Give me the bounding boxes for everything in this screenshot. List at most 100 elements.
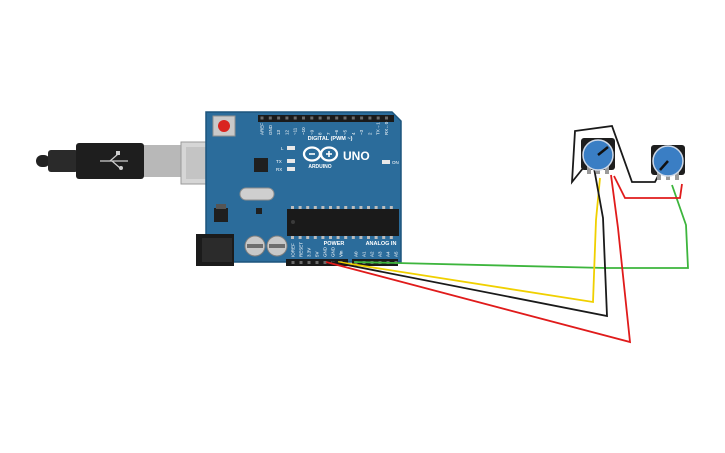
- header-pin-hole[interactable]: [360, 116, 364, 120]
- board-brand: ARDUINO: [308, 164, 331, 170]
- usb-plug-icon: [100, 151, 128, 170]
- digital-pin-label: RX←0: [384, 121, 389, 135]
- potentiometer-2[interactable]: [651, 145, 685, 180]
- wire-yellow[interactable]: [337, 177, 601, 304]
- led-l: [287, 146, 295, 150]
- chip-pin: [291, 236, 294, 239]
- digital-pin-label: AREF: [260, 123, 265, 135]
- wire-red-bridge[interactable]: [613, 175, 683, 199]
- led-l-label: L: [281, 146, 284, 151]
- digital-pin-label: 7: [326, 132, 331, 135]
- board-model: UNO: [343, 149, 370, 163]
- digital-pin-label: ~9: [309, 129, 314, 135]
- chip-pin: [344, 206, 348, 209]
- reset-button-cap: [218, 120, 230, 132]
- analog-pin-label: A1: [362, 251, 367, 257]
- wires: [325, 125, 689, 344]
- led-tx: [287, 159, 295, 163]
- on-led: [382, 160, 390, 164]
- usb-interface-chip: [254, 158, 268, 172]
- digital-pin-label: 4: [351, 132, 356, 135]
- chip-pin: [351, 236, 355, 239]
- header-pin-hole[interactable]: [268, 116, 272, 120]
- small-component: [256, 208, 262, 214]
- led-rx-label: RX: [276, 167, 282, 172]
- wire-black[interactable]: [331, 167, 608, 318]
- voltage-regulator-tab: [216, 204, 226, 209]
- atmega-chip: [287, 206, 399, 239]
- potentiometer-pointer: [597, 146, 609, 156]
- wire-red[interactable]: [325, 174, 632, 344]
- power-pin-hole[interactable]: [291, 261, 295, 264]
- header-pin-hole[interactable]: [310, 116, 314, 120]
- digital-pin-label: ~6: [334, 129, 339, 135]
- chip-pin: [344, 236, 348, 239]
- chip-pin: [359, 236, 363, 239]
- analog-pin-label: A0: [354, 251, 359, 257]
- digital-pin-label: ~5: [343, 129, 348, 135]
- chip-pin: [389, 236, 393, 239]
- power-pin-label: RESET: [299, 242, 304, 257]
- chip-pin: [329, 206, 332, 209]
- header-pin-hole[interactable]: [376, 116, 380, 120]
- power-pin-hole[interactable]: [307, 261, 311, 264]
- digital-pin-label: GND: [268, 124, 273, 135]
- power-pin-label: 5V: [315, 251, 320, 257]
- digital-pin-label: ~10: [301, 127, 306, 135]
- potentiometer-pointer: [659, 160, 669, 171]
- header-pin-hole[interactable]: [293, 116, 297, 120]
- chip-pin: [351, 206, 355, 209]
- header-pin-hole[interactable]: [260, 116, 264, 120]
- analog-header-label: ANALOG IN: [366, 241, 397, 247]
- digital-pin-label: ~11: [293, 127, 298, 135]
- chip-pin: [367, 206, 370, 209]
- digital-pin-label: 8: [318, 132, 323, 135]
- wire-black-bridge[interactable]: [570, 125, 661, 185]
- chip-pin: [321, 206, 325, 209]
- chip-pin: [306, 236, 310, 239]
- chip-pin: [298, 236, 302, 239]
- chip-pin: [298, 206, 302, 209]
- on-led-label: ON: [392, 160, 399, 165]
- chip-pin: [313, 236, 317, 239]
- led-tx-label: TX: [276, 159, 282, 164]
- header-pin-hole[interactable]: [385, 116, 388, 120]
- digital-header-strip: [258, 115, 394, 122]
- usb-cable[interactable]: [36, 141, 236, 185]
- chip-pin: [382, 206, 386, 209]
- analog-pin-label: A3: [378, 251, 383, 257]
- chip-pin: [306, 206, 310, 209]
- header-pin-hole[interactable]: [351, 116, 355, 120]
- chip-pin: [382, 236, 386, 239]
- usb-cable-boot: [48, 150, 78, 172]
- digital-pin-label: 12: [284, 129, 289, 135]
- power-pin-hole[interactable]: [315, 261, 319, 264]
- header-pin-hole[interactable]: [335, 116, 339, 120]
- header-pin-hole[interactable]: [277, 116, 281, 120]
- power-pin-hole[interactable]: [323, 261, 327, 264]
- capacitor-2-mark: [269, 244, 285, 248]
- power-pin-label: 3.3V: [307, 248, 312, 257]
- crystal-oscillator: [239, 187, 275, 201]
- chip-pin: [313, 206, 317, 209]
- analog-pin-label: A2: [370, 251, 375, 257]
- header-pin-hole[interactable]: [285, 116, 289, 120]
- digital-pin-label: 2: [367, 132, 372, 135]
- chip-pin: [374, 206, 378, 209]
- header-pin-hole[interactable]: [343, 116, 347, 120]
- header-pin-hole[interactable]: [326, 116, 330, 120]
- digital-header-label: DIGITAL (PWM ~): [308, 136, 353, 142]
- header-pin-hole[interactable]: [302, 116, 305, 120]
- header-pin-hole[interactable]: [368, 116, 372, 120]
- chip-pin: [336, 206, 340, 209]
- power-pin-hole[interactable]: [299, 261, 303, 264]
- potentiometer-1[interactable]: [581, 138, 615, 174]
- power-pin-label: IOREF: [291, 243, 296, 257]
- header-pin-hole[interactable]: [318, 116, 322, 120]
- chip-pin: [336, 236, 340, 239]
- chip-pin: [321, 236, 325, 239]
- power-pin-label: Vin: [339, 250, 344, 257]
- wire-green[interactable]: [353, 184, 689, 269]
